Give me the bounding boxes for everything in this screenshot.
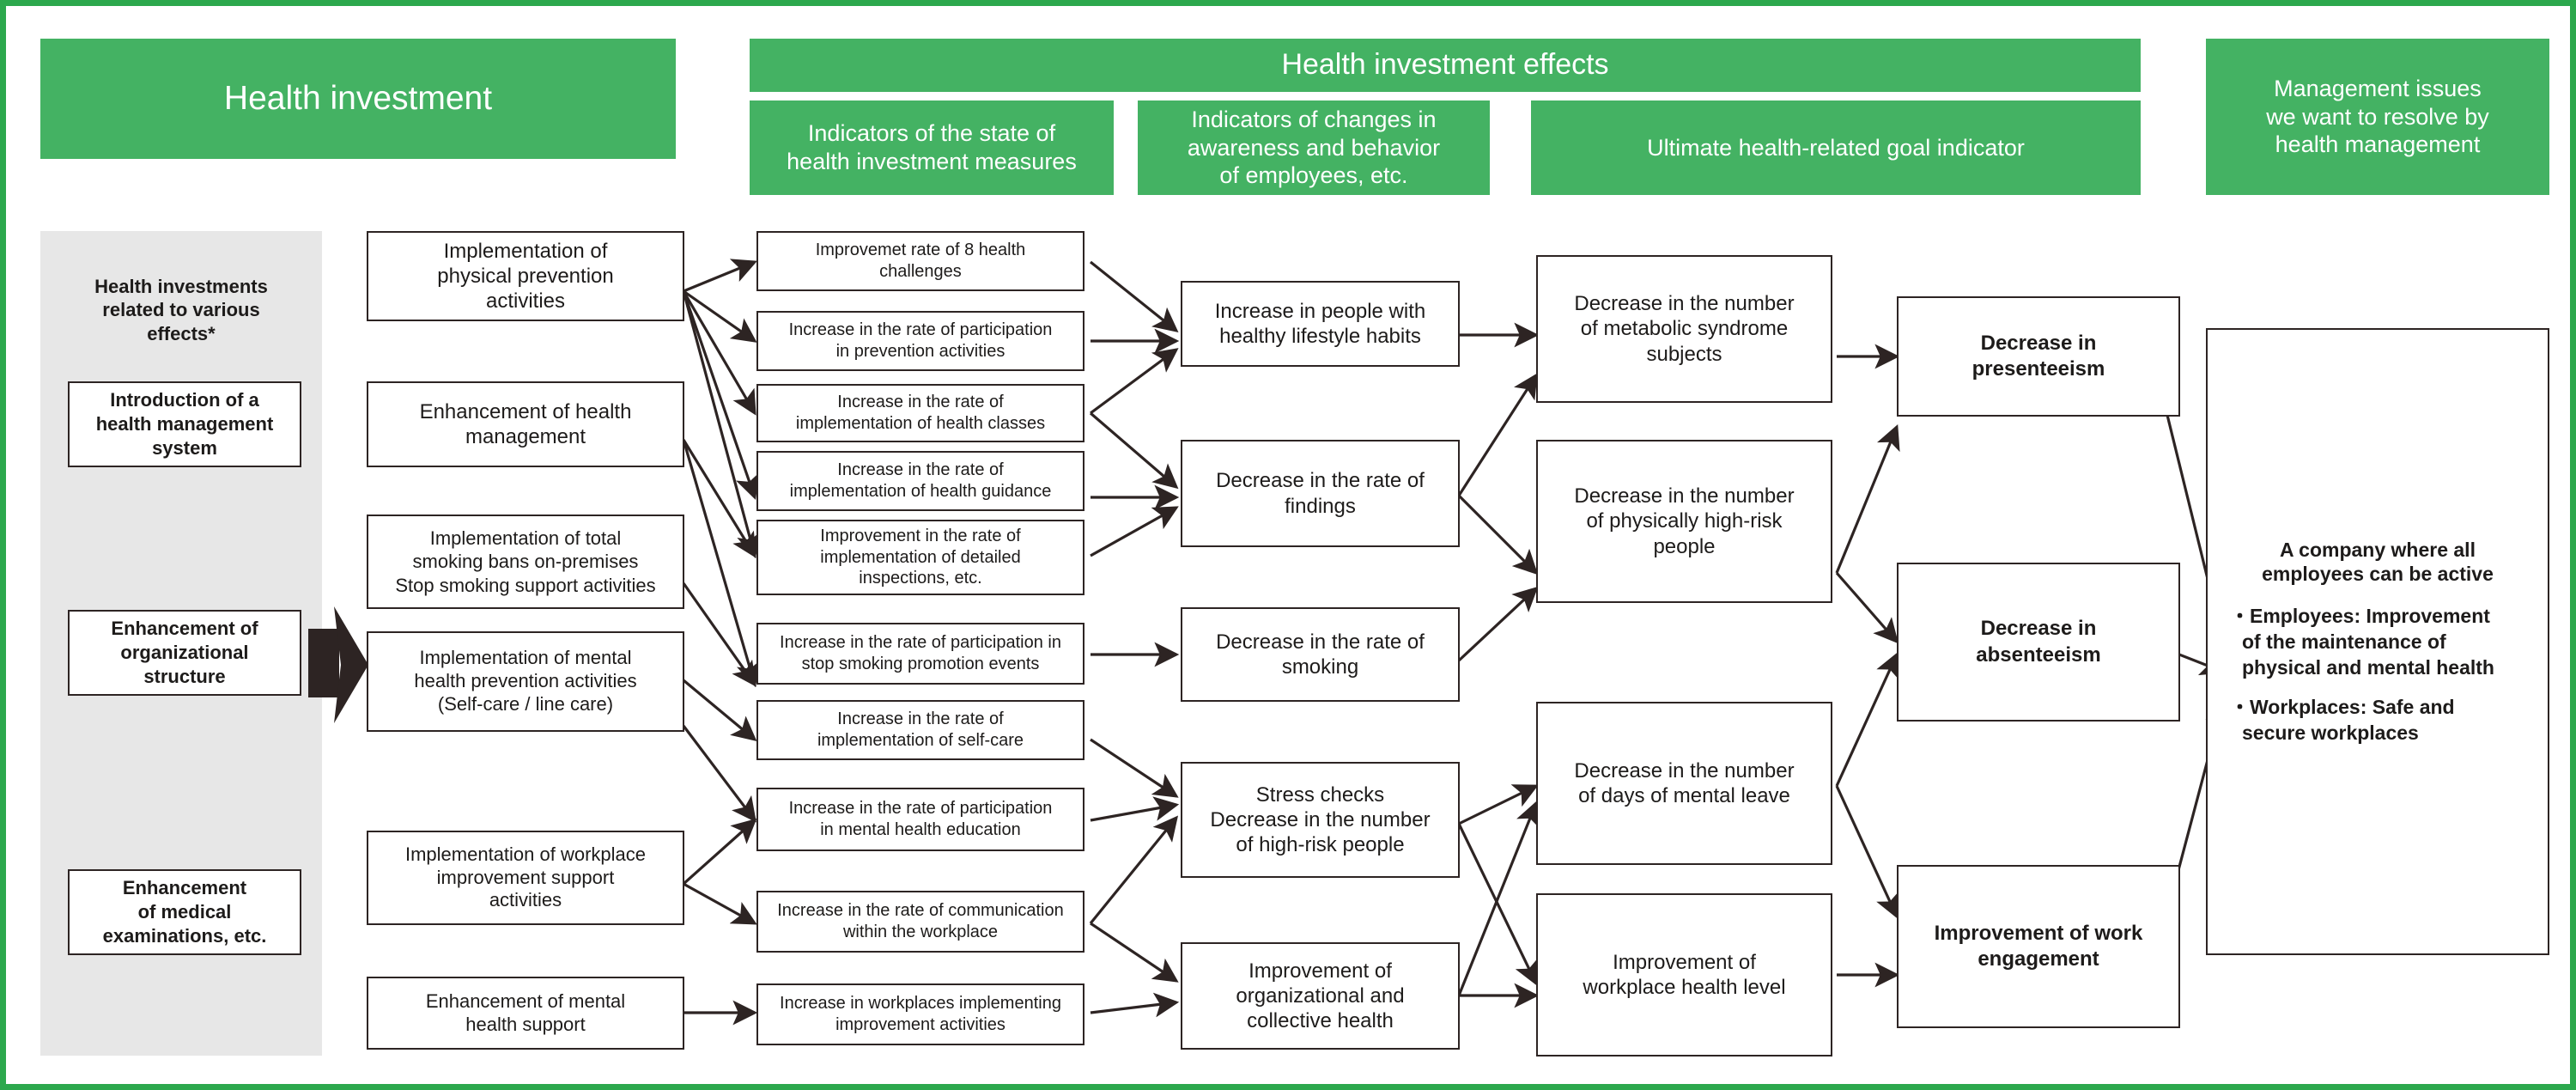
measure-box-health-management[interactable]: Enhancement of health management: [367, 381, 684, 467]
sidebar-title-label: Health investments related to various ef…: [94, 275, 268, 344]
header-col-goal: Ultimate health-related goal indicator: [1531, 100, 2141, 195]
sidebar-item-label: Enhancement of medical examinations, etc…: [102, 877, 267, 947]
measure-label: Enhancement of health management: [419, 399, 632, 448]
measure-label: Implementation of physical prevention ac…: [437, 239, 614, 314]
chevron-right-marker: [308, 606, 368, 723]
goal-indicator-box-workplace-health-level[interactable]: Improvement of workplace health level: [1536, 893, 1832, 1057]
indicator-box-detailed-inspections[interactable]: Improvement in the rate of implementatio…: [756, 520, 1084, 595]
indicator-box-self-care[interactable]: Increase in the rate of implementation o…: [756, 700, 1084, 760]
measure-label: Enhancement of mental health support: [425, 990, 626, 1035]
header-col-management: Management issues we want to resolve by …: [2206, 39, 2549, 195]
sidebar-title: Health investments related to various ef…: [47, 251, 315, 345]
indicator-box-stop-smoking-events[interactable]: Increase in the rate of participation in…: [756, 623, 1084, 685]
outcome-box-work-engagement[interactable]: Improvement of work engagement: [1897, 865, 2180, 1028]
indicator-box-workplaces-improvement[interactable]: Increase in workplaces implementing impr…: [756, 983, 1084, 1045]
indicator-label: Improvement in the rate of implementatio…: [820, 526, 1021, 588]
header-health-investment: Health investment: [40, 39, 676, 159]
sidebar-item-medical-examinations[interactable]: Enhancement of medical examinations, etc…: [68, 869, 301, 955]
measure-label: Implementation of mental health preventi…: [414, 647, 637, 715]
awareness-label: Decrease in the rate of smoking: [1216, 630, 1425, 679]
goal-indicator-label: Decrease in the number of physically hig…: [1574, 484, 1795, 558]
goal-indicator-label: Improvement of workplace health level: [1583, 950, 1786, 999]
header-health-investment-effects-label: Health investment effects: [1281, 48, 1609, 82]
awareness-box-organizational-health[interactable]: Improvement of organizational and collec…: [1181, 942, 1460, 1050]
measure-box-physical-prevention[interactable]: Implementation of physical prevention ac…: [367, 231, 684, 321]
header-col-awareness-label: Indicators of changes in awareness and b…: [1187, 106, 1441, 189]
header-col-awareness: Indicators of changes in awareness and b…: [1138, 100, 1490, 195]
awareness-label: Stress checks Decrease in the number of …: [1210, 782, 1431, 857]
sidebar-item-label: Introduction of a health management syst…: [95, 389, 274, 459]
indicator-box-prevention-participation[interactable]: Increase in the rate of participation in…: [756, 311, 1084, 371]
header-col-goal-label: Ultimate health-related goal indicator: [1647, 134, 2025, 161]
indicator-label: Increase in the rate of implementation o…: [817, 709, 1024, 750]
awareness-box-healthy-lifestyle[interactable]: Increase in people with healthy lifestyl…: [1181, 281, 1460, 367]
outcome-box-presenteeism[interactable]: Decrease in presenteeism: [1897, 296, 2180, 417]
sidebar-item-health-management-system[interactable]: Introduction of a health management syst…: [68, 381, 301, 467]
goal-bullet-employees: ・Employees: Improvement of the maintenan…: [2230, 605, 2494, 679]
indicator-box-mental-health-education[interactable]: Increase in the rate of participation in…: [756, 788, 1084, 851]
indicator-label: Increase in the rate of communication wi…: [777, 901, 1064, 941]
measure-box-smoking-bans[interactable]: Implementation of total smoking bans on-…: [367, 515, 684, 609]
measure-box-workplace-improvement[interactable]: Implementation of workplace improvement …: [367, 831, 684, 925]
outcome-label: Improvement of work engagement: [1934, 921, 2143, 971]
outcome-box-absenteeism[interactable]: Decrease in absenteeism: [1897, 563, 2180, 722]
indicator-box-8-health-challenges[interactable]: Improvemet rate of 8 health challenges: [756, 231, 1084, 291]
indicator-box-workplace-communication[interactable]: Increase in the rate of communication wi…: [756, 891, 1084, 953]
awareness-box-rate-of-findings[interactable]: Decrease in the rate of findings: [1181, 440, 1460, 547]
awareness-box-rate-of-smoking[interactable]: Decrease in the rate of smoking: [1181, 607, 1460, 702]
awareness-box-stress-checks[interactable]: Stress checks Decrease in the number of …: [1181, 762, 1460, 878]
goal-indicator-box-mental-leave-days[interactable]: Decrease in the number of days of mental…: [1536, 702, 1832, 865]
indicator-label: Improvemet rate of 8 health challenges: [815, 241, 1026, 281]
header-col-measures: Indicators of the state of health invest…: [750, 100, 1114, 195]
header-health-investment-effects: Health investment effects: [750, 39, 2141, 92]
indicator-label: Increase in the rate of implementation o…: [789, 460, 1052, 501]
indicator-box-health-classes[interactable]: Increase in the rate of implementation o…: [756, 384, 1084, 442]
indicator-label: Increase in the rate of participation in…: [788, 320, 1053, 361]
header-col-management-label: Management issues we want to resolve by …: [2266, 75, 2489, 158]
indicator-label: Increase in the rate of participation in…: [780, 633, 1061, 673]
awareness-label: Decrease in the rate of findings: [1216, 469, 1425, 518]
outcome-label: Decrease in presenteeism: [1971, 331, 2105, 381]
indicator-label: Increase in the rate of participation in…: [788, 799, 1053, 839]
indicator-label: Increase in workplaces implementing impr…: [780, 994, 1061, 1034]
indicator-box-health-guidance[interactable]: Increase in the rate of implementation o…: [756, 451, 1084, 511]
awareness-label: Increase in people with healthy lifestyl…: [1214, 299, 1426, 348]
header-health-investment-label: Health investment: [223, 80, 493, 118]
goal-indicator-label: Decrease in the number of metabolic synd…: [1574, 292, 1795, 366]
goal-title: A company where all employees can be act…: [2262, 538, 2494, 586]
management-goal-box[interactable]: A company where all employees can be act…: [2206, 328, 2549, 955]
measure-label: Implementation of total smoking bans on-…: [395, 527, 656, 596]
sidebar-item-organizational-structure[interactable]: Enhancement of organizational structure: [68, 610, 301, 696]
goal-indicator-label: Decrease in the number of days of mental…: [1574, 758, 1795, 807]
goal-indicator-box-metabolic-syndrome[interactable]: Decrease in the number of metabolic synd…: [1536, 255, 1832, 403]
indicator-label: Increase in the rate of implementation o…: [795, 393, 1046, 433]
header-col-measures-label: Indicators of the state of health invest…: [787, 120, 1077, 174]
goal-indicator-box-physically-high-risk[interactable]: Decrease in the number of physically hig…: [1536, 440, 1832, 603]
goal-bullet-workplaces: ・Workplaces: Safe and secure workplaces: [2230, 695, 2455, 744]
measure-box-mental-health-support[interactable]: Enhancement of mental health support: [367, 977, 684, 1050]
sidebar-item-label: Enhancement of organizational structure: [111, 618, 258, 687]
outcome-label: Decrease in absenteeism: [1976, 617, 2101, 667]
awareness-label: Improvement of organizational and collec…: [1236, 959, 1405, 1033]
measure-box-mental-health-prevention[interactable]: Implementation of mental health preventi…: [367, 631, 684, 732]
measure-label: Implementation of workplace improvement …: [404, 843, 647, 911]
